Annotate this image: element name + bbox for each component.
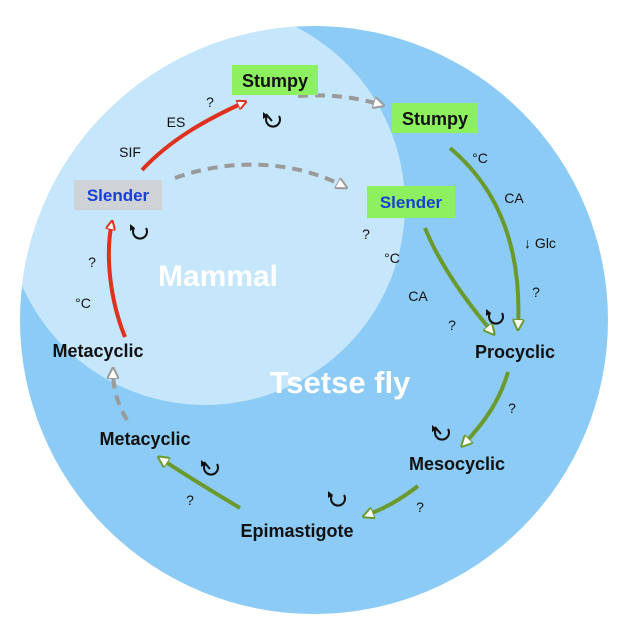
stumpy-fly-highlight [392, 103, 478, 133]
mesocyclic-label: Mesocyclic [409, 454, 505, 474]
slender-to-procyclic-arrow [423, 227, 493, 333]
cell-cycle-arrest-icon [432, 425, 450, 441]
cell-cycle-arrest-icon [263, 112, 281, 128]
tsetse-fly-label: Tsetse fly [270, 365, 411, 400]
cell-cycle-arrest-icon [201, 460, 219, 476]
question-mesocyclic-epimastigote-annotation: ? [416, 499, 424, 515]
mammal-label: Mammal [158, 260, 278, 293]
slender-mammal-box [74, 180, 162, 210]
question-procyclic-mesocyclic-annotation: ? [508, 400, 516, 416]
metacyclic-fly-label: Metacyclic [99, 429, 190, 449]
ca-stumpy-annotation: CA [504, 190, 524, 206]
cell-cycle-icon [486, 309, 504, 325]
question-left-annotation: ? [88, 254, 96, 270]
stumpy-mammal-highlight [232, 65, 318, 95]
slender-fly-label: Slender [380, 193, 443, 212]
temperature-left-annotation: °C [75, 295, 91, 311]
es-annotation: ES [167, 114, 186, 130]
procyclic-label: Procyclic [475, 342, 555, 362]
ca-slender-annotation: CA [408, 288, 428, 304]
slender-transfer-arrow [174, 162, 345, 187]
stumpy-mammal-label: Stumpy [242, 71, 308, 91]
cell-cycle-icon [328, 491, 346, 507]
slender-fly-highlight [367, 186, 455, 218]
glucose-annotation: ↓ Glc [524, 235, 556, 251]
procyclic-to-mesocyclic-arrow [463, 371, 510, 445]
sif-annotation: SIF [119, 144, 141, 160]
mesocyclic-to-epimastigote-arrow [365, 484, 420, 516]
epimastigote-to-metacyclic-arrow [160, 458, 242, 510]
question-slender-1-annotation: ? [362, 226, 370, 242]
stumpy-fly-label: Stumpy [402, 109, 468, 129]
question-right-annotation: ? [532, 284, 540, 300]
epimastigote-label: Epimastigote [240, 521, 353, 541]
stumpy-to-procyclic-arrow [448, 146, 518, 328]
temperature-stumpy-annotation: °C [472, 150, 488, 166]
question-epimastigote-metacyclic-annotation: ? [186, 492, 194, 508]
slender-to-stumpy-arrow [140, 102, 245, 172]
question-top-annotation: ? [206, 94, 214, 110]
cell-cycle-icon [130, 224, 148, 240]
stumpy-transfer-arrow [297, 93, 382, 105]
metacyclic-to-slender-arrow [109, 222, 127, 338]
metacyclic-transfer-arrow [113, 370, 129, 422]
slender-mammal-label: Slender [87, 186, 150, 205]
metacyclic-mammal-label: Metacyclic [52, 341, 143, 361]
question-slender-2-annotation: ? [448, 317, 456, 333]
temperature-slender-annotation: °C [384, 250, 400, 266]
